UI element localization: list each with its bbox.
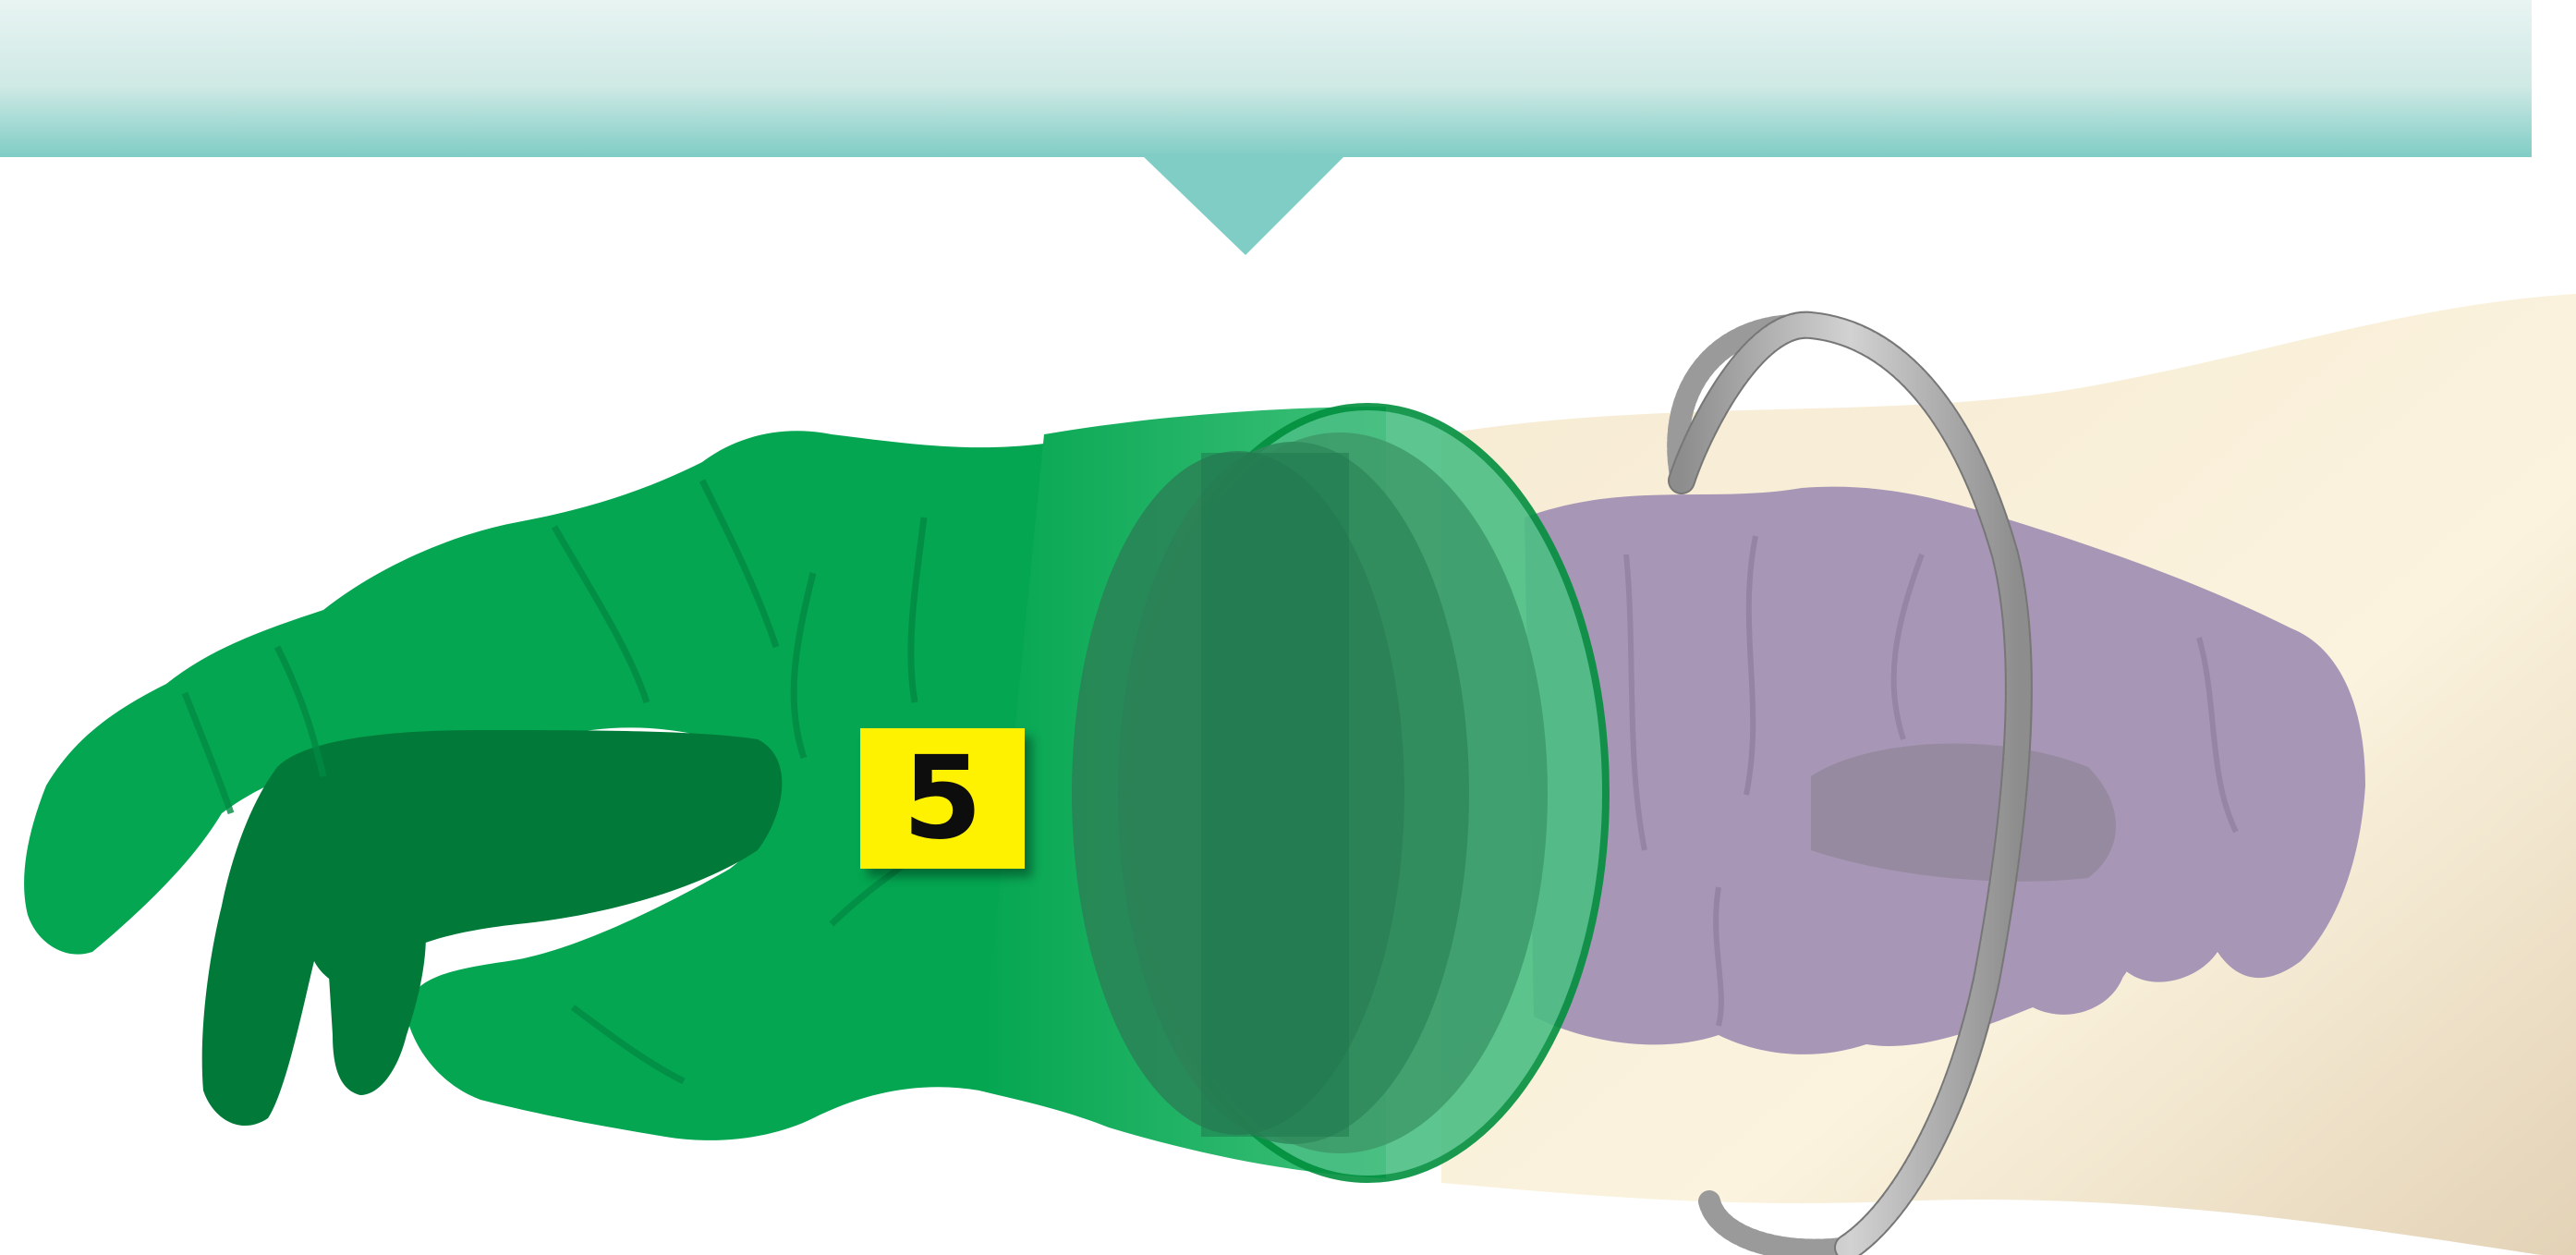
step-number-badge: 5 <box>860 728 1025 869</box>
green-glove-icon <box>24 407 1606 1179</box>
header-banner <box>0 0 2532 255</box>
banner-pointer <box>1142 155 1345 255</box>
